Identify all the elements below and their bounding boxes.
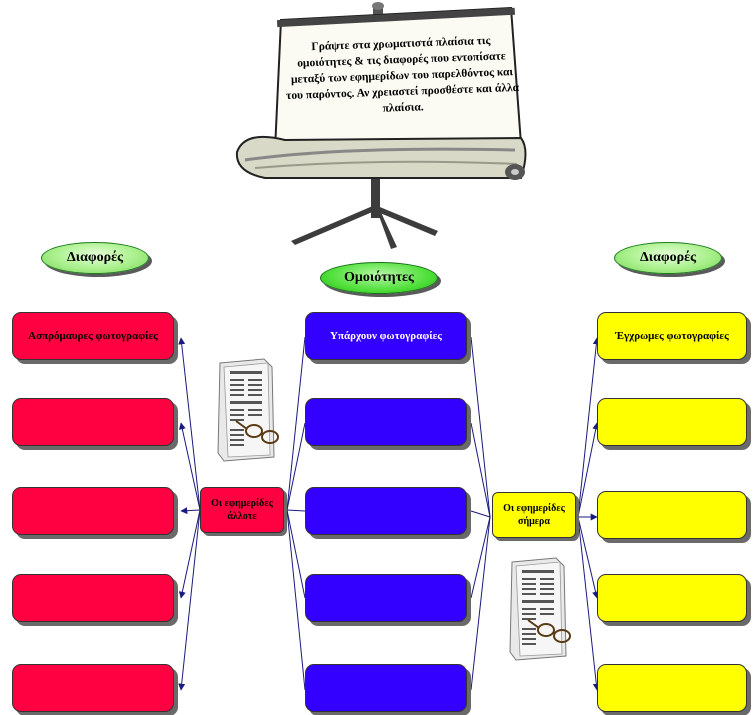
connector-right-4 (577, 516, 599, 599)
connector-left-3 (180, 507, 201, 515)
right-box-2[interactable] (597, 398, 747, 446)
projector-screen-icon (235, 2, 527, 249)
connector-left-4 (178, 509, 201, 599)
right-box-5[interactable] (597, 664, 747, 712)
connector-present-center-1 (470, 336, 491, 518)
center-box-3[interactable] (305, 487, 467, 535)
connector-past-center-3 (286, 509, 306, 512)
connector-past-center-5 (286, 509, 306, 691)
left-box-5[interactable] (12, 664, 174, 712)
connector-left-1 (178, 337, 201, 511)
newspaper-glasses-icon (217, 358, 279, 462)
left-box-1[interactable]: Ασπρόμαυρες φωτογραφίες (12, 312, 174, 360)
left-box-4[interactable] (12, 574, 174, 622)
connector-past-center-1 (286, 336, 306, 511)
connector-right-2 (577, 422, 600, 518)
board-instructions: Γράψτε στα χρωματιστά πλαίσια τις ομοιότ… (285, 34, 520, 115)
heading-differences-left: Διαφορές (41, 242, 149, 274)
center-box-5[interactable] (305, 664, 467, 712)
hub-newspapers-present[interactable]: Οι εφημερίδες σήμερα (492, 492, 576, 538)
left-box-3[interactable] (12, 487, 174, 535)
connector-present-center-4 (470, 516, 491, 599)
connector-past-center-2 (286, 422, 306, 511)
center-box-1[interactable]: Υπάρχουν φωτογραφίες (305, 312, 467, 360)
right-box-1[interactable]: Έγχρωμες φωτογραφίες (597, 312, 747, 360)
heading-differences-right: Διαφορές (614, 242, 722, 274)
center-box-2[interactable] (305, 398, 467, 446)
heading-similarities: Ομοιότητες (320, 262, 438, 294)
connector-left-5 (178, 509, 201, 691)
connector-left-2 (178, 422, 201, 511)
connector-past-center-4 (286, 509, 306, 599)
newspaper-glasses-icon (509, 557, 571, 661)
center-box-4[interactable] (305, 574, 467, 622)
connector-present-center-5 (470, 516, 491, 691)
connector-right-5 (577, 516, 600, 691)
hub-newspapers-past[interactable]: Οι εφημερίδες άλλοτε (200, 487, 284, 533)
right-box-3[interactable] (597, 491, 747, 539)
left-box-2[interactable] (12, 398, 174, 446)
right-box-4[interactable] (597, 574, 747, 622)
connector-present-center-3 (470, 510, 491, 518)
connector-present-center-2 (470, 422, 491, 518)
connector-right-1 (577, 337, 600, 518)
